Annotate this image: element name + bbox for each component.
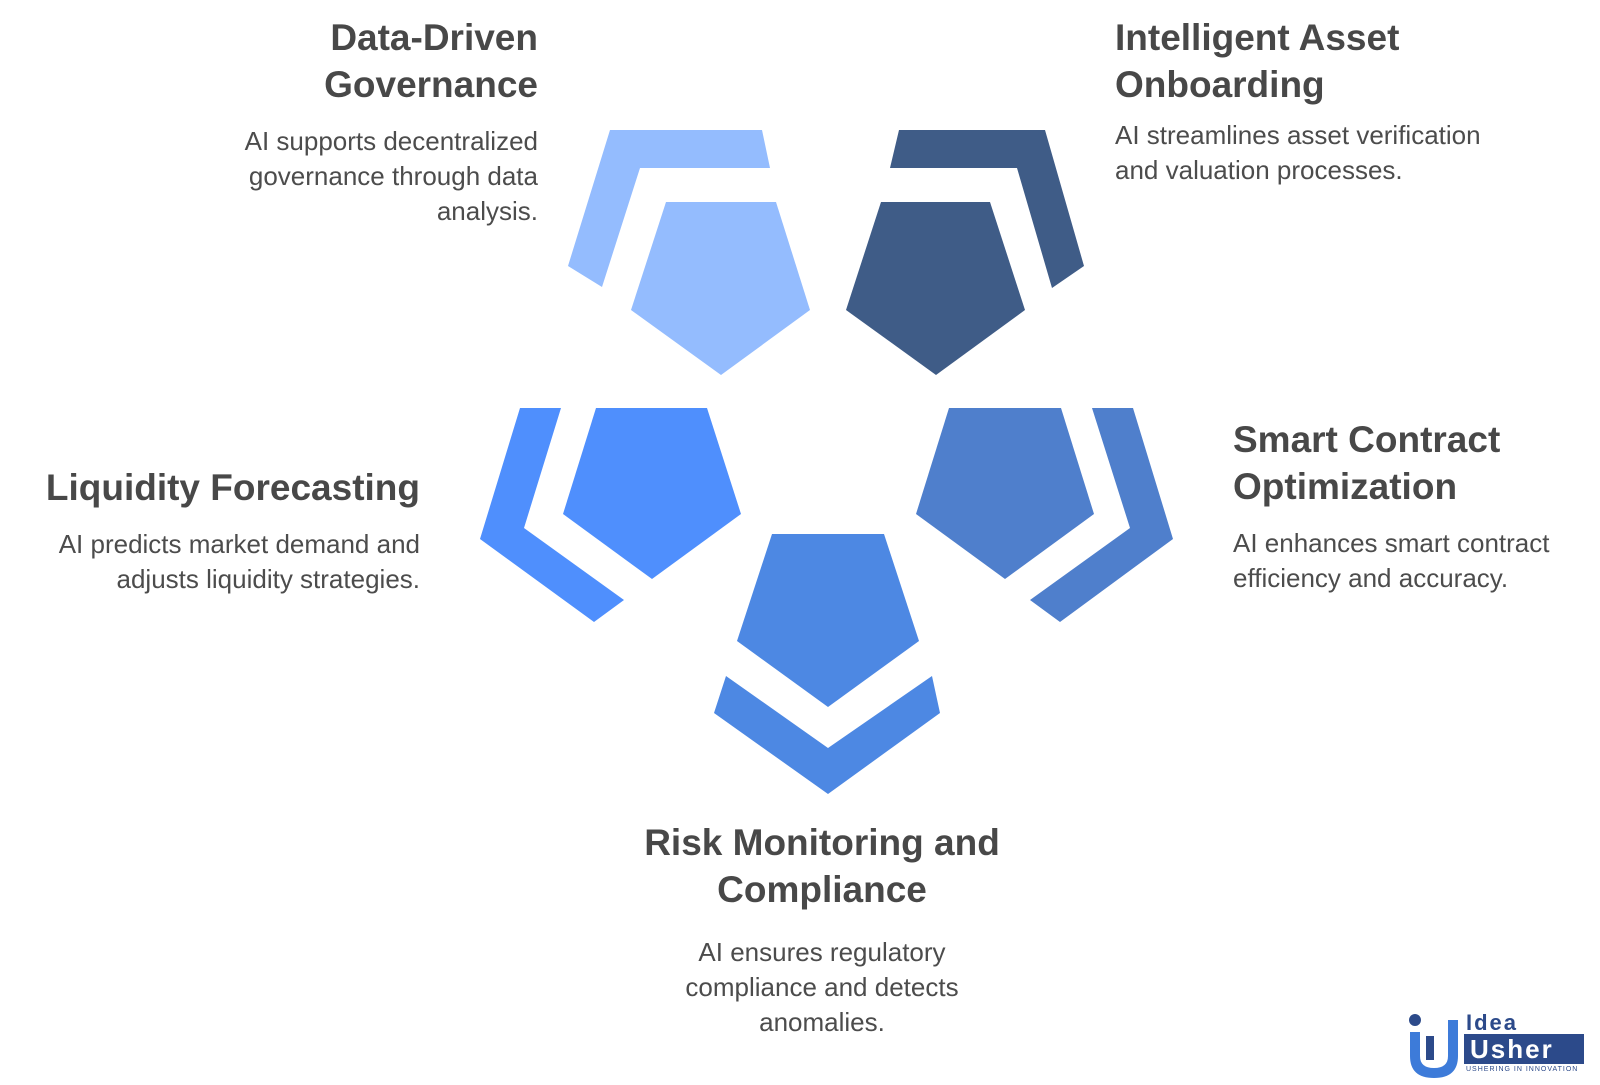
logo-word-idea: Idea [1466,1010,1519,1035]
governance-description: AI supports decentralized governance thr… [245,124,538,229]
smart-contract-desc-line: efficiency and accuracy. [1233,563,1509,593]
liquidity-desc-line: AI predicts market demand and [58,529,420,559]
onboarding-description: AI streamlines asset verification and va… [1115,118,1481,188]
onboarding-title: Intelligent Asset Onboarding [1115,14,1481,108]
onboarding-block: Intelligent Asset Onboarding AI streamli… [1115,14,1481,188]
governance-title-line: Data-Driven [330,17,538,58]
smart-contract-title: Smart Contract Optimization [1233,416,1549,510]
idea-usher-u-icon [1409,1014,1458,1078]
governance-desc-line: governance through data [248,161,538,191]
risk-shape [714,534,940,794]
onboarding-desc-line: and valuation processes. [1115,155,1403,185]
onboarding-title-line: Onboarding [1115,64,1325,105]
governance-chevron [568,130,770,287]
liquidity-title-line: Liquidity Forecasting [45,467,420,508]
smart-contract-description: AI enhances smart contract efficiency an… [1233,526,1549,596]
governance-desc-line: analysis. [436,196,538,226]
governance-title-line: Governance [324,64,538,105]
governance-title: Data-Driven Governance [245,14,538,108]
logo-word-usher: Usher [1464,1034,1584,1064]
governance-block: Data-Driven Governance AI supports decen… [245,14,538,229]
risk-desc-line: AI ensures regulatory [698,937,946,967]
risk-title-line: Risk Monitoring and [644,822,1000,863]
liquidity-description: AI predicts market demand and adjusts li… [46,527,420,597]
governance-pentagon [631,202,810,375]
smart-contract-shape [916,408,1173,622]
risk-title: Risk Monitoring and Compliance [572,819,1072,913]
smart-contract-desc-line: AI enhances smart contract [1233,528,1550,558]
liquidity-block: Liquidity Forecasting AI predicts market… [46,464,420,597]
onboarding-pentagon [846,202,1025,375]
liquidity-shape [480,408,741,622]
risk-desc-line: compliance and detects [685,972,959,1002]
onboarding-shape [846,130,1084,375]
risk-desc-line: anomalies. [759,1007,885,1037]
onboarding-chevron [890,130,1084,288]
governance-shape [568,130,810,375]
risk-block: Risk Monitoring and Compliance AI ensure… [572,819,1072,1040]
idea-usher-logo: Idea Usher USHERING IN INNOVATION [1406,1010,1592,1082]
governance-desc-line: AI supports decentralized [244,126,538,156]
onboarding-title-line: Intelligent Asset [1115,17,1400,58]
risk-chevron [714,676,940,794]
smart-contract-block: Smart Contract Optimization AI enhances … [1233,416,1549,596]
risk-pentagon [737,534,919,707]
risk-description: AI ensures regulatory compliance and det… [572,935,1072,1040]
liquidity-desc-line: adjusts liquidity strategies. [116,564,420,594]
logo-tagline: USHERING IN INNOVATION [1466,1066,1579,1073]
liquidity-chevron [480,408,624,622]
smart-contract-pentagon [916,408,1094,579]
liquidity-title: Liquidity Forecasting [46,464,420,511]
liquidity-pentagon [563,408,741,579]
smart-contract-chevron [1030,408,1173,622]
smart-contract-title-line: Smart Contract [1233,419,1501,460]
risk-title-line: Compliance [717,869,927,910]
smart-contract-title-line: Optimization [1233,466,1458,507]
onboarding-desc-line: AI streamlines asset verification [1115,120,1481,150]
